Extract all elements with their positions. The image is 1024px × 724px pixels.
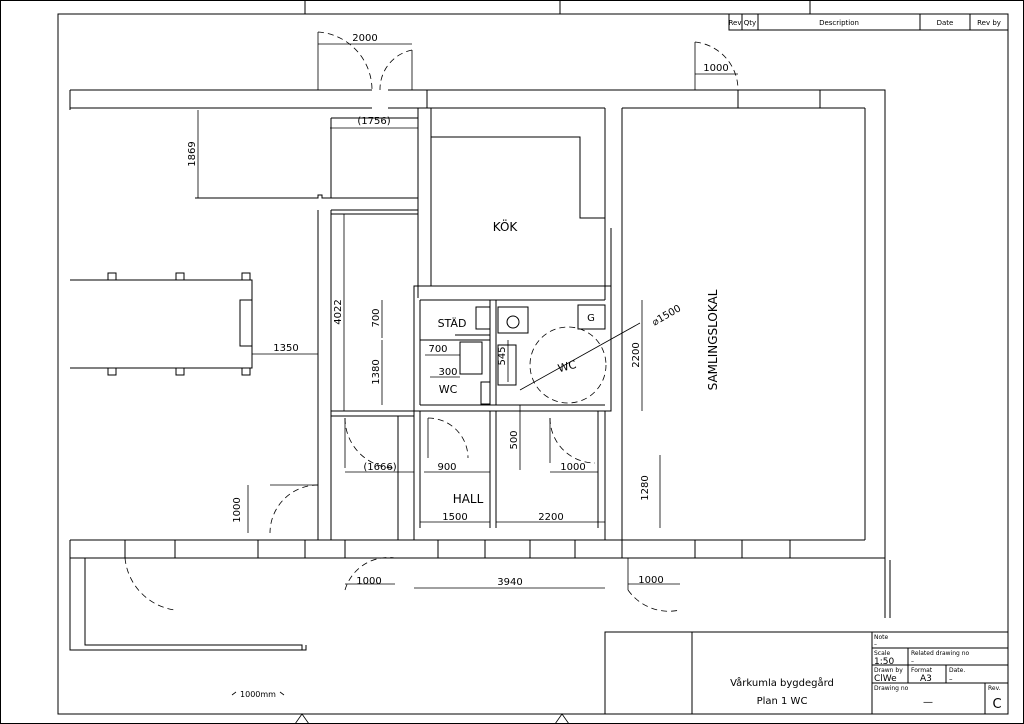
- g-box-label: G: [587, 313, 595, 324]
- dim-2200-horizontal: 2200: [538, 512, 563, 523]
- dim-2000: 2000: [352, 33, 377, 44]
- date-label: Date.: [949, 667, 965, 674]
- dim-700-horizontal: 700: [428, 344, 447, 355]
- dim-500: 500: [509, 430, 520, 449]
- dim-1000-bottom-right: 1000: [638, 575, 663, 586]
- format-value: A3: [920, 674, 932, 684]
- qty-header: Qty: [744, 19, 756, 27]
- date-header: Date: [937, 19, 954, 27]
- room-kok-label: KÖK: [493, 218, 519, 234]
- dim-2200-vertical: 2200: [631, 342, 642, 367]
- project-name: Vårkumla bygdegård: [730, 676, 834, 689]
- room-stad-label: STÄD: [438, 317, 467, 330]
- dim-1350: 1350: [273, 343, 298, 354]
- title-block: Vårkumla bygdegård Plan 1 WC Note – Scal…: [604, 631, 1009, 715]
- drawing-no-label: Drawing no: [874, 685, 909, 692]
- scale-bar-label: 1000mm: [240, 690, 276, 699]
- dim-1000-left: 1000: [232, 497, 243, 522]
- note-value: –: [874, 641, 877, 648]
- dim-4022: 4022: [333, 299, 344, 324]
- sheet-name: Plan 1 WC: [757, 696, 808, 707]
- scale-value: 1:50: [874, 657, 894, 667]
- dim-1666: (1666): [363, 462, 396, 473]
- scale-label: Scale: [874, 650, 890, 657]
- dim-545: 545: [497, 346, 508, 365]
- rev-by-header: Rev by: [977, 19, 1001, 27]
- rev-header: Rev: [729, 19, 742, 27]
- dim-1000-bottom-left: 1000: [356, 576, 381, 587]
- dim-diameter-1500: ⌀1500: [650, 303, 683, 328]
- sheet-frame: [57, 13, 1009, 715]
- dim-1280: 1280: [640, 475, 651, 500]
- format-label: Format: [911, 667, 933, 674]
- dim-300: 300: [438, 367, 457, 378]
- dim-1000-wc: 1000: [560, 462, 585, 473]
- revision-table: Rev Qty Description Date Rev by: [728, 13, 1009, 31]
- room-samlingslokal-label: SAMLINGSLOKAL: [706, 289, 720, 390]
- building-walls: [69, 89, 891, 651]
- dim-3940: 3940: [497, 577, 522, 588]
- rev-value: C: [992, 697, 1001, 712]
- related-drawing-label: Related drawing no: [911, 650, 970, 657]
- date-value: –: [949, 675, 953, 683]
- dim-700-vertical: 700: [371, 308, 382, 327]
- note-label: Note: [874, 634, 889, 641]
- door-swings: [124, 31, 739, 612]
- dimension-lines: [197, 43, 738, 696]
- drawn-by-label: Drawn by: [874, 667, 903, 674]
- room-wc-large-label: WC: [556, 358, 578, 375]
- description-header: Description: [819, 19, 859, 27]
- room-labels: KÖK STÄD WC WC HALL SAMLINGSLOKAL G: [438, 218, 720, 506]
- dim-1500: 1500: [442, 512, 467, 523]
- related-drawing-value: –: [911, 658, 914, 665]
- dimension-texts: 2000 1000 (1756) 1869 4022 1350 700 700 …: [187, 33, 729, 699]
- rev-label: Rev.: [988, 685, 1001, 692]
- dim-1000-top: 1000: [703, 63, 728, 74]
- dim-1869: 1869: [187, 141, 198, 166]
- room-hall-label: HALL: [453, 492, 484, 506]
- drawing-no-value: —: [923, 697, 933, 708]
- room-wc-small-label: WC: [439, 383, 458, 396]
- drawn-by-value: ClWe: [874, 674, 897, 684]
- turning-circle: [529, 326, 607, 404]
- dim-1756: (1756): [357, 116, 390, 127]
- dim-900: 900: [437, 462, 456, 473]
- dim-1380: 1380: [371, 359, 382, 384]
